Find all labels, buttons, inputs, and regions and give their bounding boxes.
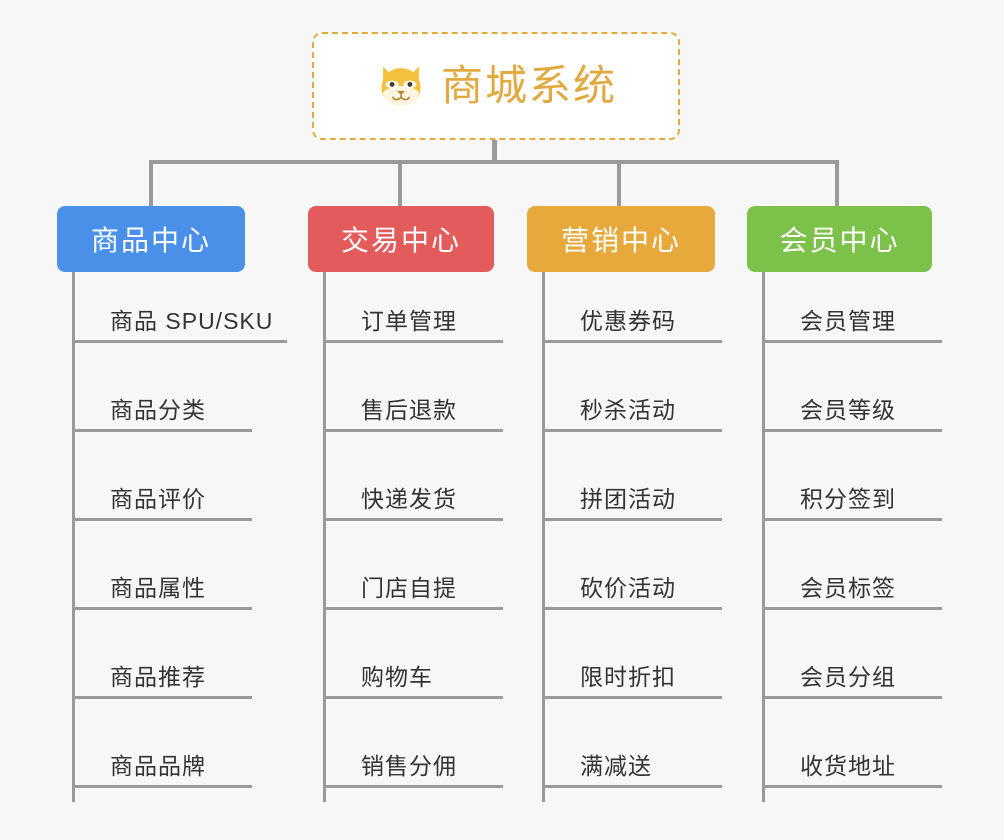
leaf-underline: 商品品牌 — [72, 753, 252, 789]
leaf-label: 会员管理 — [800, 308, 896, 334]
leaf-underline: 会员等级 — [762, 397, 942, 433]
leaf-label: 商品分类 — [110, 397, 206, 423]
leaf-underline: 门店自提 — [323, 575, 503, 611]
leaf-underline: 购物车 — [323, 664, 503, 700]
leaf-label: 收货地址 — [800, 753, 896, 779]
leaf-label: 会员分组 — [800, 664, 896, 690]
branch-header-label-3: 营销中心 — [560, 225, 681, 256]
branch-header-2[interactable]: 交易中心 — [308, 206, 494, 272]
leaf-underline: 会员管理 — [762, 308, 942, 344]
shiba-dog-face-icon — [381, 66, 421, 106]
leaf-label: 销售分佣 — [361, 753, 457, 779]
leaf-label: 积分签到 — [800, 486, 896, 512]
leaf-underline: 收货地址 — [762, 753, 942, 789]
branch-drop-connector-3 — [617, 160, 621, 206]
leaf-underline: 砍价活动 — [542, 575, 722, 611]
leaf-label: 商品品牌 — [110, 753, 206, 779]
leaf-label: 商品 SPU/SKU — [110, 308, 274, 334]
leaf-label: 会员等级 — [800, 397, 896, 423]
branch-header-3[interactable]: 营销中心 — [527, 206, 715, 272]
branch-header-label-4: 会员中心 — [779, 225, 900, 256]
branch-header-1[interactable]: 商品中心 — [57, 206, 245, 272]
leaf-label: 拼团活动 — [580, 486, 676, 512]
leaf-underline: 积分签到 — [762, 486, 942, 522]
leaf-underline: 订单管理 — [323, 308, 503, 344]
leaf-underline: 商品评价 — [72, 486, 252, 522]
leaf-underline: 满减送 — [542, 753, 722, 789]
leaf-label: 门店自提 — [361, 575, 457, 601]
leaf-label: 商品属性 — [110, 575, 206, 601]
leaf-label: 秒杀活动 — [580, 397, 676, 423]
leaf-underline: 售后退款 — [323, 397, 503, 433]
leaf-label: 商品评价 — [110, 486, 206, 512]
leaf-underline: 限时折扣 — [542, 664, 722, 700]
leaf-underline: 商品推荐 — [72, 664, 252, 700]
leaf-underline: 秒杀活动 — [542, 397, 722, 433]
leaf-label: 限时折扣 — [580, 664, 676, 690]
branch-spine-4 — [762, 272, 765, 802]
branch-header-label-1: 商品中心 — [90, 225, 211, 256]
leaf-label: 砍价活动 — [580, 575, 676, 601]
leaf-underline: 拼团活动 — [542, 486, 722, 522]
leaf-label: 优惠券码 — [580, 308, 676, 334]
leaf-label: 快递发货 — [361, 486, 457, 512]
trunk-horizontal-connector — [149, 160, 839, 164]
branch-spine-3 — [542, 272, 545, 802]
leaf-label: 商品推荐 — [110, 664, 206, 690]
leaf-underline: 会员标签 — [762, 575, 942, 611]
root-title: 商城系统 — [440, 62, 617, 109]
branch-drop-connector-1 — [149, 160, 153, 206]
branch-drop-connector-4 — [835, 160, 839, 206]
branch-spine-2 — [323, 272, 326, 802]
leaf-underline: 会员分组 — [762, 664, 942, 700]
leaf-underline: 优惠券码 — [542, 308, 722, 344]
leaf-label: 满减送 — [580, 753, 652, 779]
branch-spine-1 — [72, 272, 75, 802]
leaf-label: 售后退款 — [361, 397, 457, 423]
root-node[interactable]: 商城系统 — [312, 32, 680, 140]
branch-drop-connector-2 — [398, 160, 402, 206]
root-stem-connector — [492, 140, 497, 164]
branch-header-4[interactable]: 会员中心 — [747, 206, 932, 272]
branch-header-label-2: 交易中心 — [340, 225, 461, 256]
leaf-label: 会员标签 — [800, 575, 896, 601]
leaf-label: 订单管理 — [361, 308, 457, 334]
leaf-underline: 销售分佣 — [323, 753, 503, 789]
leaf-label: 购物车 — [361, 664, 433, 690]
leaf-underline: 快递发货 — [323, 486, 503, 522]
leaf-underline: 商品属性 — [72, 575, 252, 611]
leaf-underline: 商品 SPU/SKU — [72, 308, 288, 344]
leaf-underline: 商品分类 — [72, 397, 252, 433]
